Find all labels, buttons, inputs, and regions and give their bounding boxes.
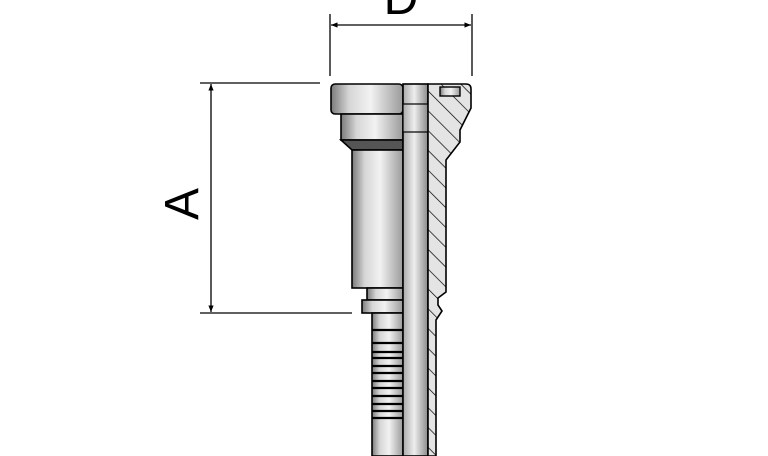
body	[351, 149, 404, 289]
dimension-label-d: D	[384, 0, 419, 25]
dimension-a: A	[156, 82, 352, 314]
barbs	[372, 328, 403, 420]
fitting-exterior	[330, 83, 404, 456]
dimension-d: D	[329, 0, 473, 76]
chamfer	[338, 139, 404, 151]
shoulder	[340, 113, 404, 141]
bore	[402, 83, 429, 456]
seal-groove	[439, 86, 461, 97]
hose-tail	[371, 312, 404, 456]
section-hatched	[427, 83, 472, 456]
flange	[330, 83, 404, 115]
dimension-label-a: A	[156, 188, 209, 220]
bore-step	[402, 103, 429, 133]
collar-groove	[366, 287, 404, 301]
collar	[361, 299, 404, 314]
